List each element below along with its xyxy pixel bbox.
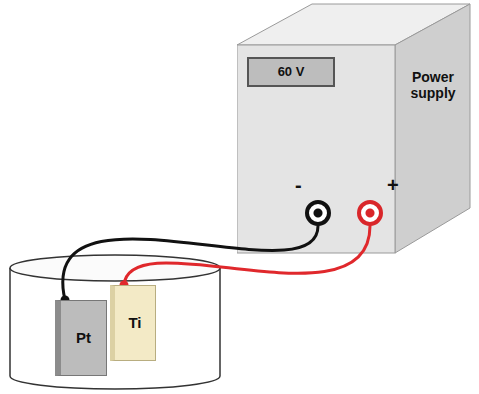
beaker-body bbox=[10, 268, 220, 389]
voltage-reading: 60 V bbox=[278, 65, 305, 79]
device-label: Power supply bbox=[400, 69, 466, 101]
voltage-display: 60 V bbox=[247, 57, 335, 87]
platinum-electrode: Pt bbox=[55, 300, 107, 376]
negative-terminal: - bbox=[305, 200, 331, 226]
wire-clip bbox=[120, 281, 129, 290]
beaker-rim bbox=[10, 255, 220, 281]
electrode-label: Pt bbox=[76, 330, 91, 347]
electrode-label: Ti bbox=[128, 315, 141, 332]
power-supply-outline bbox=[237, 3, 472, 254]
wire-clip bbox=[61, 296, 70, 305]
titanium-electrode: Ti bbox=[110, 285, 156, 361]
connecting-wire bbox=[124, 226, 370, 285]
polarity-sign: - bbox=[295, 174, 302, 196]
positive-terminal: + bbox=[357, 200, 383, 226]
power-supply-box: Power supply60 V-+ bbox=[237, 3, 472, 254]
polarity-sign: + bbox=[387, 174, 399, 196]
